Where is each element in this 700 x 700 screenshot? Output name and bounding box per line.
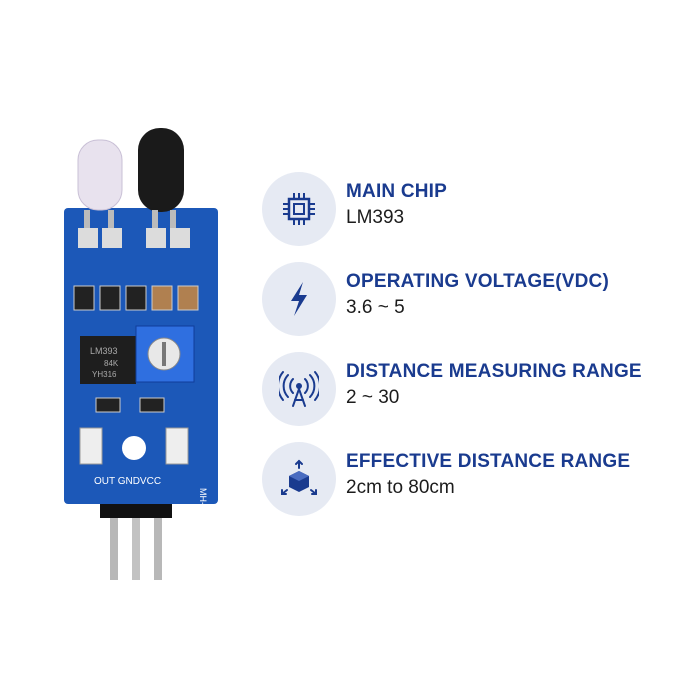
chip-label-1: LM393 — [90, 346, 118, 356]
ir-emitter-led — [77, 139, 123, 211]
sensor-module-image: LM393 84K YH316 OUT GNDVCC MH-B — [40, 110, 240, 590]
pin-out — [110, 500, 118, 580]
antenna-icon — [279, 371, 319, 407]
spec-title: MAIN CHIP — [346, 181, 448, 202]
pin-label-text: OUT GNDVCC — [94, 476, 161, 487]
model-label: MH-B — [198, 488, 208, 511]
icon-circle — [262, 172, 336, 246]
spec-operating-voltage: OPERATING VOLTAGE(VDC) 3.6 ~ 5 — [262, 262, 682, 340]
spec-effective-distance-range: EFFECTIVE DISTANCE RANGE 2cm to 80cm — [262, 442, 682, 520]
spec-title: DISTANCE MEASURING RANGE — [346, 361, 642, 382]
chip-label-3: YH316 — [92, 370, 117, 379]
spec-value: 2cm to 80cm — [346, 477, 455, 498]
spec-title: OPERATING VOLTAGE(VDC) — [346, 271, 610, 292]
chip-icon — [283, 193, 315, 225]
pin-vcc — [154, 500, 162, 580]
pin-header — [100, 500, 172, 518]
cube-icon — [281, 459, 317, 495]
chip-label-2: 84K — [104, 359, 119, 368]
lm393-chip — [80, 336, 136, 384]
spec-distance-measuring-range: DISTANCE MEASURING RANGE 2 ~ 30 — [262, 352, 682, 430]
ir-receiver-led — [138, 128, 184, 212]
spec-value: 2 ~ 30 — [346, 387, 400, 408]
icon-circle — [262, 352, 336, 426]
mount-hole — [122, 436, 146, 460]
icon-circle — [262, 262, 336, 336]
spec-value: LM393 — [346, 207, 405, 228]
spec-value: 3.6 ~ 5 — [346, 297, 405, 318]
spec-main-chip: MAIN CHIP LM393 — [262, 172, 682, 250]
spec-title: EFFECTIVE DISTANCE RANGE — [346, 451, 631, 472]
lightning-icon — [291, 282, 307, 316]
pin-gnd — [132, 500, 140, 580]
sensor-module-drawing: LM393 84K YH316 OUT GNDVCC MH-B — [64, 128, 218, 580]
icon-circle — [262, 442, 336, 516]
